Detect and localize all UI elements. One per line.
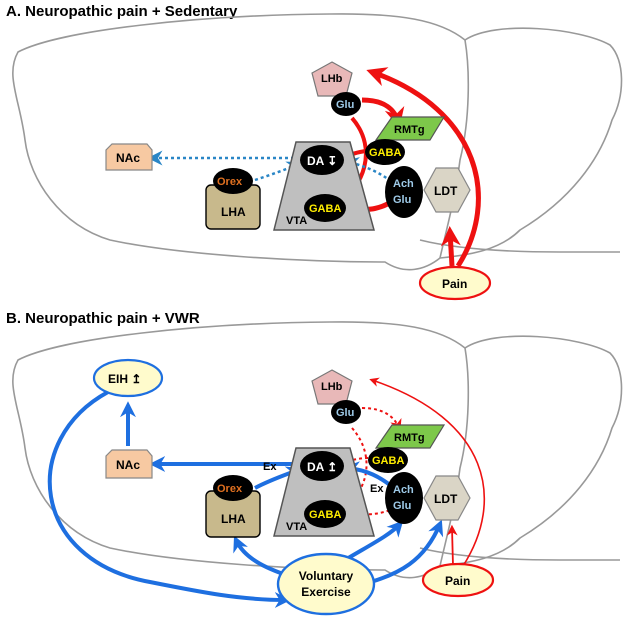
cerebellum-divider-b (439, 347, 470, 567)
panel-a-title: A. Neuropathic pain + Sedentary (6, 3, 238, 20)
panel-b: B. Neuropathic pain + VWR EIH ↥ VTA LHb (6, 310, 623, 616)
lhb-glu-label-b: Glu (336, 407, 354, 419)
ex-label-2-b: Ex (370, 483, 384, 495)
orex-node-b (213, 475, 253, 501)
pain-node-a (418, 265, 492, 301)
nac-node-b (105, 449, 153, 479)
exercise-node-b (276, 552, 376, 616)
ach-label-b: Ach (393, 484, 414, 496)
rmtg-gaba-node-b (368, 447, 408, 473)
pain-to-lhb-arrow-a (366, 67, 481, 268)
nac-label-b: NAc (116, 458, 140, 472)
pain-node-b (421, 562, 495, 598)
rmtg-label-a: RMTg (394, 124, 425, 136)
brainstem-b (419, 547, 620, 561)
pain-label-b: Pain (445, 574, 470, 588)
eih-node-b (92, 358, 164, 398)
da-label-b: DA ↥ (307, 460, 337, 474)
rmtg-gaba-label-a: GABA (369, 147, 401, 159)
panel-a: A. Neuropathic pain + Sedentary VTA LHb … (6, 3, 623, 301)
rmtg-gaba-node-a (365, 139, 405, 165)
vta-gaba-label-b: GABA (309, 509, 341, 521)
vta-label-a: VTA (286, 215, 307, 227)
ach-glu-node-a (385, 166, 423, 218)
ex-label-1-b: Ex (263, 461, 277, 473)
lhb-to-vta-gaba-dotted-b (340, 427, 368, 509)
orex-label-b: Orex (217, 483, 243, 495)
nac-label-a: NAc (116, 151, 140, 165)
lha-label-b: LHA (221, 512, 246, 526)
lhb-node-b (311, 369, 353, 405)
eih-to-exercise-arrow-b (47, 390, 291, 608)
orex-node-a (213, 168, 253, 194)
glu-label-a: Glu (393, 194, 411, 206)
lhb-label-b: LHb (321, 381, 343, 393)
vta-label-b: VTA (286, 521, 307, 533)
pain-to-lhb-arrow-b (369, 377, 485, 567)
rmtg-node-a (374, 116, 446, 141)
ldt-label-b: LDT (434, 492, 458, 506)
ldt-label-a: LDT (434, 184, 458, 198)
exercise-label-1-b: Voluntary (299, 569, 354, 583)
ldt-node-b (423, 475, 471, 521)
eih-label-b: EIH ↥ (108, 372, 141, 386)
lhb-glu-node-a (331, 92, 361, 116)
brain-outline-a (12, 13, 623, 271)
ach-label-a: Ach (393, 178, 414, 190)
lhb-node-a (311, 61, 353, 97)
orex-label-a: Orex (217, 176, 243, 188)
rmtg-gaba-label-b: GABA (372, 455, 404, 467)
ach-glu-node-b (385, 472, 423, 524)
panel-b-title: B. Neuropathic pain + VWR (6, 310, 200, 327)
da-node-a (300, 145, 344, 175)
pain-label-a: Pain (442, 277, 467, 291)
pain-to-ldt-arrow-b (446, 524, 458, 567)
brainstem-a (419, 239, 620, 253)
vta-gaba-node-b (304, 500, 346, 528)
vta-gaba-node-a (304, 194, 346, 222)
lhb-label-a: LHb (321, 73, 343, 85)
pain-to-ldt-arrow-a (440, 226, 461, 267)
rmtg-node-b (374, 424, 446, 449)
lha-label-a: LHA (221, 205, 246, 219)
lhb-glu-node-b (331, 400, 361, 424)
rmtg-inhibit-da-dotted-b (341, 455, 369, 469)
brain-outline-b (12, 321, 623, 579)
da-label-a: DA ↧ (307, 154, 337, 168)
lhb-to-rmtg-dotted-b (361, 407, 402, 432)
vta-region-b (273, 447, 375, 537)
da-node-b (300, 451, 344, 481)
rmtg-label-b: RMTg (394, 432, 425, 444)
nac-node-a (105, 143, 153, 171)
cerebellum-divider-a (439, 39, 470, 259)
exercise-to-ach-arrow-b (343, 520, 404, 562)
exercise-label-2-b: Exercise (301, 585, 351, 599)
vta-region-a (273, 141, 375, 231)
lhb-glu-label-a: Glu (336, 99, 354, 111)
glu-label-b: Glu (393, 500, 411, 512)
vta-gaba-label-a: GABA (309, 203, 341, 215)
ldt-node-a (423, 167, 471, 213)
